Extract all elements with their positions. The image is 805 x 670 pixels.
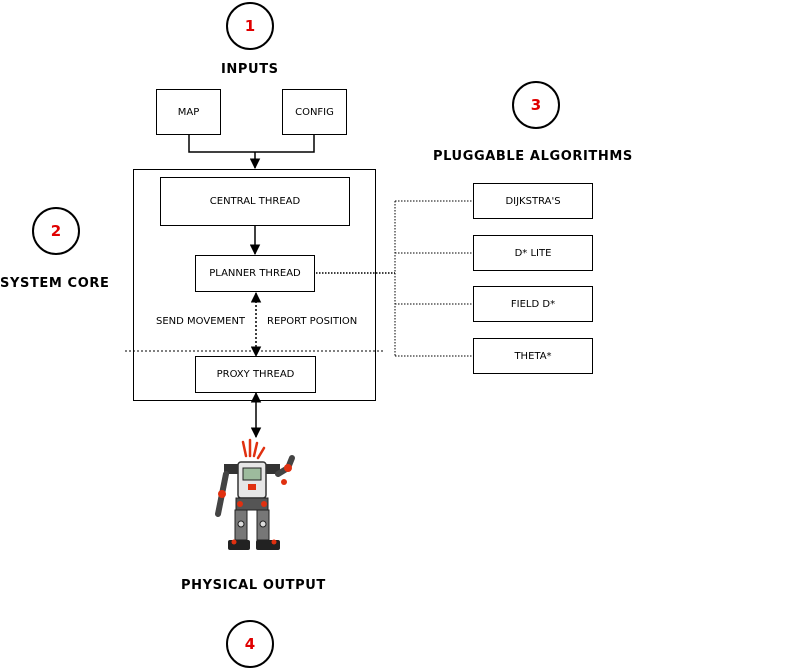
marker-inputs: 1 bbox=[226, 2, 274, 50]
send-movement-label: SEND MOVEMENT bbox=[156, 316, 246, 327]
robot-image bbox=[215, 438, 295, 550]
config-box: CONFIG bbox=[282, 89, 347, 135]
config-connector bbox=[255, 134, 315, 153]
output-title: PHYSICAL OUTPUT bbox=[181, 578, 326, 593]
marker-core: 2 bbox=[32, 207, 80, 255]
map-connector bbox=[188, 134, 255, 153]
algorithm-field-dstar-box: FIELD D* bbox=[473, 286, 593, 322]
planner-thread-box: PLANNER THREAD bbox=[195, 255, 315, 292]
algorithm-dstar-lite-box: D* LITE bbox=[473, 235, 593, 271]
proxy-thread-box: PROXY THREAD bbox=[195, 356, 316, 393]
algorithm-dijkstra-box: DIJKSTRA'S bbox=[473, 183, 593, 219]
system-core-frame bbox=[133, 169, 376, 401]
algorithm-theta-star-box: THETA* bbox=[473, 338, 593, 374]
marker-algorithms: 3 bbox=[512, 81, 560, 129]
report-position-label: REPORT POSITION bbox=[267, 316, 358, 327]
marker-output: 4 bbox=[226, 620, 274, 668]
core-title: SYSTEM CORE bbox=[0, 276, 110, 291]
algorithms-title: PLUGGABLE ALGORITHMS bbox=[433, 149, 633, 164]
map-box: MAP bbox=[156, 89, 221, 135]
central-thread-box: CENTRAL THREAD bbox=[160, 177, 350, 226]
inputs-title: INPUTS bbox=[221, 62, 279, 77]
